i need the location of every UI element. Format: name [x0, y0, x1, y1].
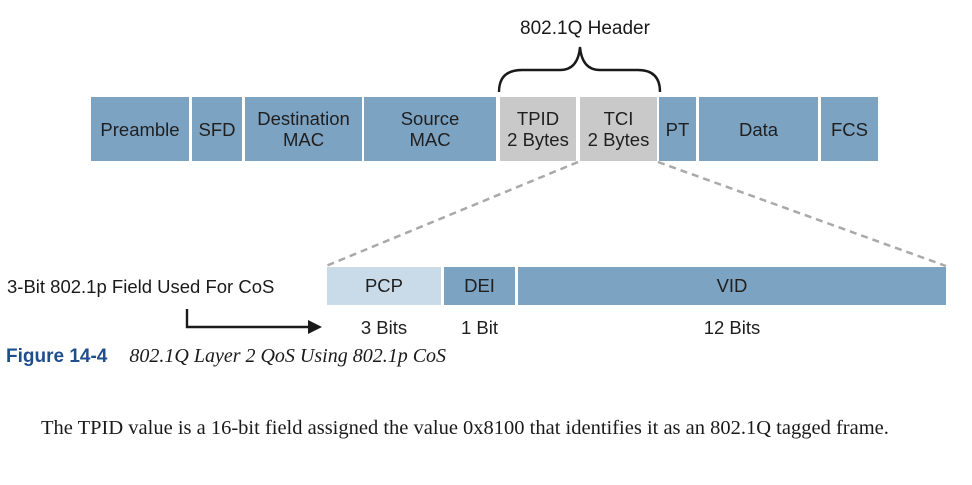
field-fcs: FCS [821, 97, 878, 161]
cos-arrow-line [185, 309, 309, 329]
cos-arrow-head [308, 320, 322, 334]
vid-bits: 12 Bits [703, 317, 761, 338]
field-preamble: Preamble [91, 97, 189, 161]
field-sfd: SFD [192, 97, 242, 161]
field-destination-mac: Destination MAC [245, 97, 362, 161]
field-tpid: TPID 2 Bytes [500, 97, 576, 161]
tci-field-pcp: PCP [327, 267, 441, 305]
header-label: 802.1Q Header [520, 18, 650, 39]
field-source-mac: Source MAC [364, 97, 496, 161]
figure-title: 802.1Q Layer 2 QoS Using 802.1p CoS [129, 345, 447, 367]
field-tci: TCI 2 Bytes [580, 97, 657, 161]
figure-caption: Figure 14-4 802.1Q Layer 2 QoS Using 802.… [6, 345, 446, 368]
field-data: Data [699, 97, 818, 161]
body-paragraph: The TPID value is a 16-bit field assigne… [41, 417, 889, 439]
cos-label: 3-Bit 802.1p Field Used For CoS [7, 276, 275, 297]
tci-field-vid: VID [518, 267, 946, 305]
zoom-line-right [657, 160, 947, 268]
pcp-bits: 3 Bits [360, 317, 408, 338]
zoom-line-left [325, 160, 579, 268]
header-brace [497, 46, 662, 93]
tci-field-dei: DEI [444, 267, 515, 305]
figure-number: Figure 14-4 [6, 346, 108, 367]
field-pt: PT [659, 97, 696, 161]
dei-bits: 1 Bit [460, 317, 499, 338]
